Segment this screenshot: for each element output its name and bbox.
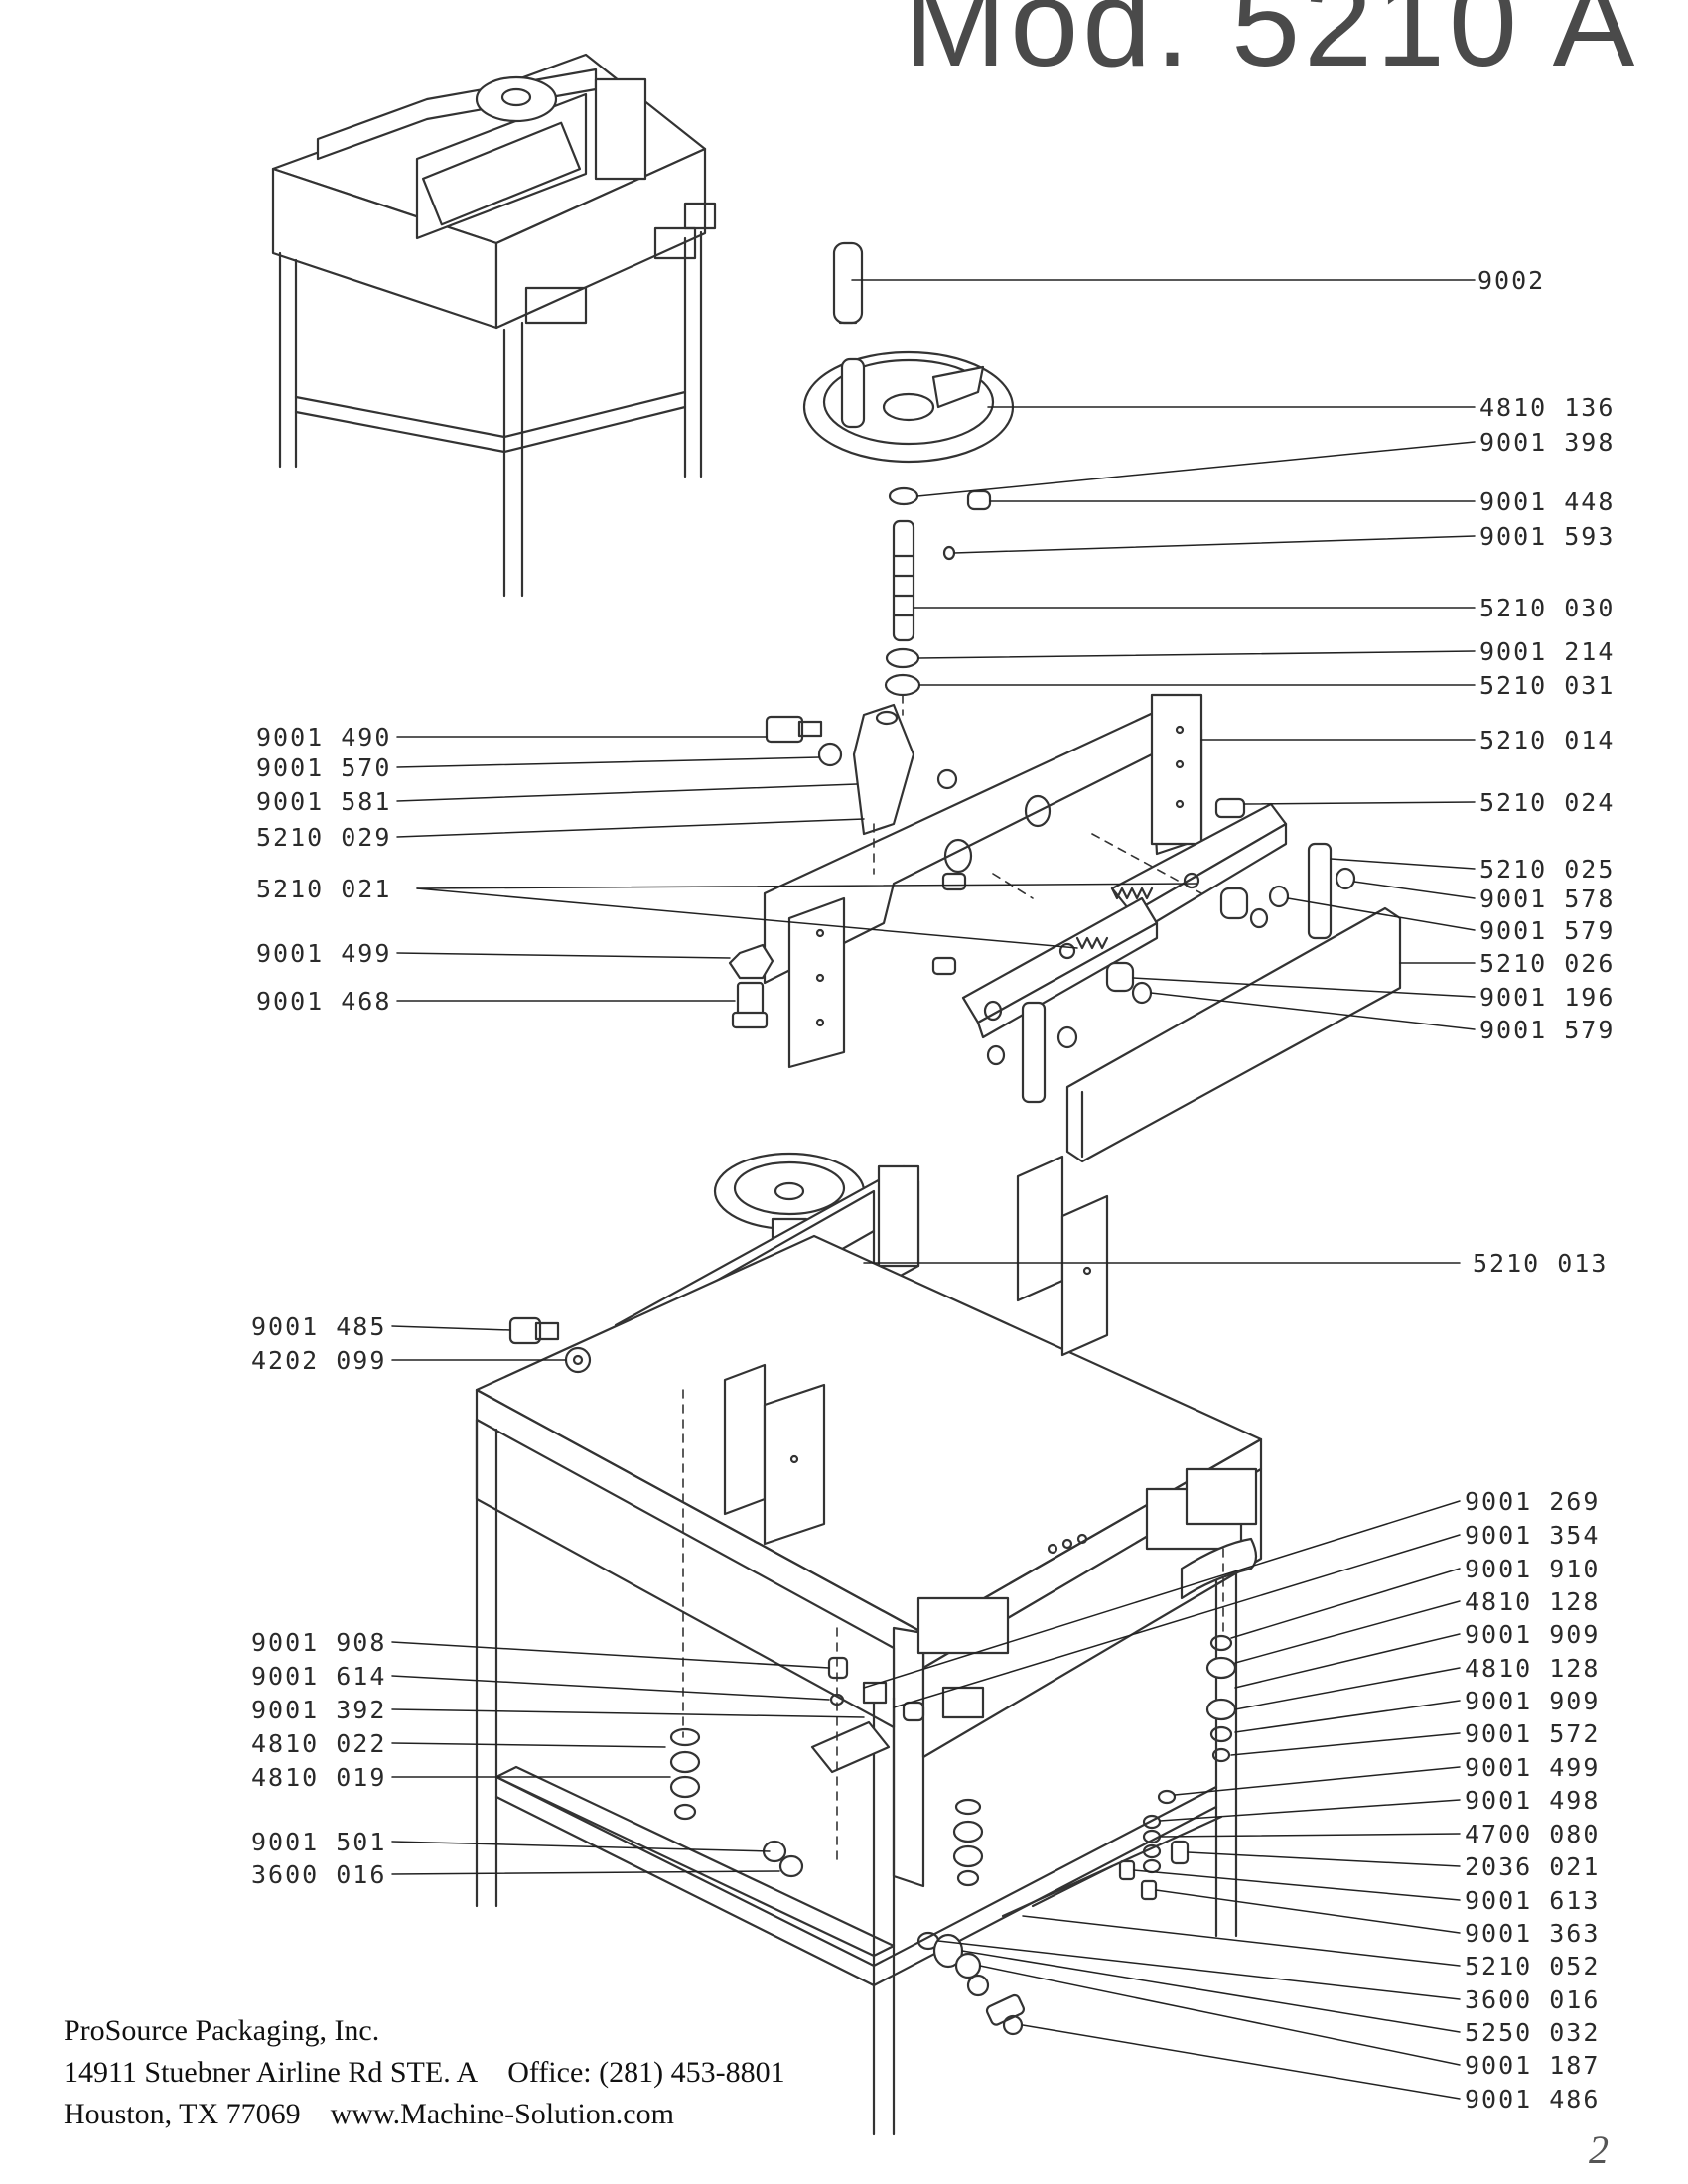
callout-right-lower: 5210 052 <box>1465 1952 1600 1980</box>
callout-right-lower: 9001 486 <box>1465 2085 1600 2114</box>
callout-right-lower: 9001 269 <box>1465 1487 1600 1516</box>
callout-right-upper: 5210 031 <box>1479 671 1615 700</box>
leader-lines <box>391 279 1476 2100</box>
callout-right-upper: 5210 030 <box>1479 594 1615 622</box>
callout-right-upper: 9001 579 <box>1479 916 1615 945</box>
company-city: Houston, TX 77069 <box>64 2098 301 2130</box>
callout-right-lower: 9001 354 <box>1465 1521 1600 1550</box>
callout-left-upper: 5210 021 <box>256 875 391 903</box>
callout-9002: 9002 <box>1477 266 1545 295</box>
company-address: 14911 Stuebner Airline Rd STE. A <box>64 2056 479 2089</box>
callout-left-upper: 9001 570 <box>256 753 391 782</box>
callout-right-upper: 5210 025 <box>1479 855 1615 884</box>
callout-left-lower: 9001 614 <box>251 1662 386 1691</box>
callout-left-lower: 4810 019 <box>251 1763 386 1792</box>
callout-right-lower: 9001 909 <box>1465 1620 1600 1649</box>
callout-right-upper: 4810 136 <box>1479 393 1615 422</box>
model-title: Mod. 5210 A <box>904 0 1639 92</box>
callout-left-upper: 9001 499 <box>256 939 391 968</box>
upper-exploded-assembly <box>728 241 1402 1163</box>
callout-right-upper: 9001 448 <box>1479 487 1615 516</box>
company-name: ProSource Packaging, Inc. <box>64 2014 380 2047</box>
callout-right-lower: 3600 016 <box>1465 1985 1600 2014</box>
callout-left-lower: 9001 501 <box>251 1828 386 1856</box>
callout-right-lower: 9001 909 <box>1465 1687 1600 1715</box>
callout-left-lower: 4810 022 <box>251 1729 386 1758</box>
callout-left-lower: 4202 099 <box>251 1346 386 1375</box>
callout-right-upper: 5210 026 <box>1479 949 1615 978</box>
callout-left-lower: 3600 016 <box>251 1860 386 1889</box>
page-number: 2 <box>1589 2127 1609 2172</box>
company-address-line: 14911 Stuebner Airline Rd STE. A Office: … <box>64 2052 785 2094</box>
callout-left-lower: 9001 392 <box>251 1696 386 1724</box>
callout-right-upper: 9001 579 <box>1479 1016 1615 1044</box>
callout-right-upper: 9001 398 <box>1479 428 1615 457</box>
callout-right-lower: 5250 032 <box>1465 2018 1600 2047</box>
callout-right-upper: 9001 214 <box>1479 637 1615 666</box>
lower-machine-illustration <box>475 1152 1263 2136</box>
callout-left-lower: 9001 485 <box>251 1312 386 1341</box>
callout-right-lower: 9001 499 <box>1465 1753 1600 1782</box>
callout-right-lower: 9001 572 <box>1465 1719 1600 1748</box>
callout-right-lower: 9001 187 <box>1465 2051 1600 2080</box>
callout-right-upper: 5210 024 <box>1479 788 1615 817</box>
callout-mid: 5210 013 <box>1473 1249 1608 1278</box>
callout-left-lower: 9001 908 <box>251 1628 386 1657</box>
overview-machine-illustration <box>271 53 717 598</box>
company-footer: ProSource Packaging, Inc. 14911 Stuebner… <box>64 2010 785 2135</box>
callout-left-upper: 9001 581 <box>256 787 391 816</box>
callout-right-lower: 9001 613 <box>1465 1886 1600 1915</box>
callout-right-upper: 5210 014 <box>1479 726 1615 754</box>
callout-right-lower: 4700 080 <box>1465 1820 1600 1848</box>
company-website[interactable]: www.Machine-Solution.com <box>330 2098 674 2130</box>
callout-right-lower: 9001 498 <box>1465 1786 1600 1815</box>
callout-right-lower: 4810 128 <box>1465 1654 1600 1683</box>
company-office-phone: Office: (281) 453-8801 <box>507 2056 785 2089</box>
callout-left-upper: 5210 029 <box>256 823 391 852</box>
callout-right-lower: 2036 021 <box>1465 1852 1600 1881</box>
callout-right-lower: 9001 910 <box>1465 1555 1600 1583</box>
company-city-line: Houston, TX 77069 www.Machine-Solution.co… <box>64 2094 785 2135</box>
callout-right-upper: 9001 578 <box>1479 885 1615 913</box>
callout-right-upper: 9001 196 <box>1479 983 1615 1012</box>
callout-left-upper: 9001 468 <box>256 987 391 1016</box>
callout-right-upper: 9001 593 <box>1479 522 1615 551</box>
callout-right-lower: 4810 128 <box>1465 1587 1600 1616</box>
callout-right-lower: 9001 363 <box>1465 1919 1600 1948</box>
callout-left-upper: 9001 490 <box>256 723 391 751</box>
